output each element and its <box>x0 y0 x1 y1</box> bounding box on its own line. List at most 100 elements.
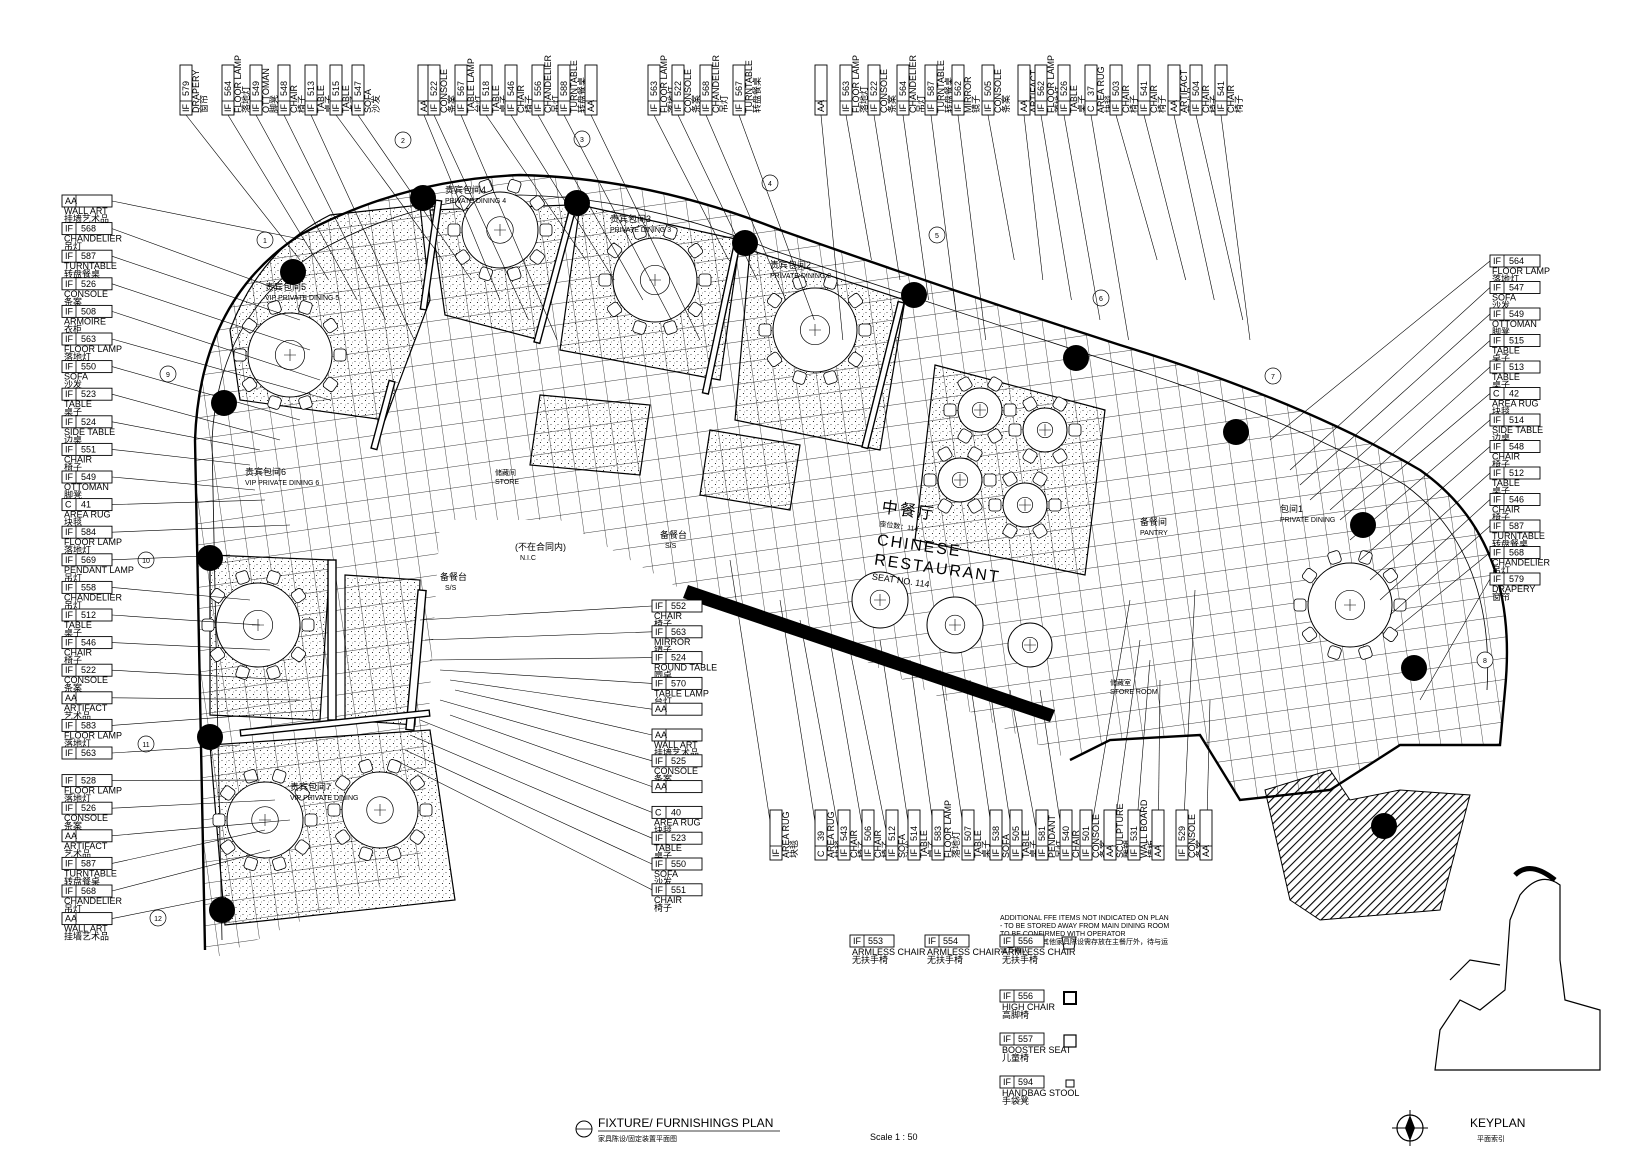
tag-desc-cn: 吊灯 <box>719 95 729 113</box>
tag-desc-cn: 桌子 <box>498 95 509 113</box>
tag-number: 541 <box>1216 81 1226 96</box>
tag-desc-en: SIDE TABLE <box>64 427 115 437</box>
tag-number: 506 <box>863 826 873 841</box>
column <box>1350 512 1376 538</box>
tag-box <box>1167 64 1181 116</box>
leader-line <box>845 114 872 261</box>
tag-code: IF <box>655 756 664 766</box>
table-center <box>284 349 296 361</box>
furniture-tag: AA <box>1151 809 1165 861</box>
leader-line <box>111 449 251 466</box>
tag-desc-cn: 条案 <box>64 682 82 693</box>
chair <box>529 195 545 211</box>
tag-code: IF <box>279 103 289 112</box>
tag-number: 515 <box>331 81 341 96</box>
tag-number: 549 <box>1509 309 1524 319</box>
tag-box <box>651 676 703 690</box>
table-center <box>809 324 821 336</box>
tag-code: IF <box>251 103 261 112</box>
tag-code: IF <box>1493 442 1502 452</box>
tag-desc-cn: 脚凳 <box>64 490 82 500</box>
room-label-en: VIP PRIVATE DINING <box>290 795 358 802</box>
note-cn: 图中未标注的其他家具陈设需存放在主餐厅外，待与运营方确认 <box>1000 939 1168 954</box>
tag-desc-en: FLOOR LAMP <box>659 55 669 113</box>
tag-desc-cn: 边桌 <box>1492 432 1510 443</box>
chair <box>212 813 226 827</box>
tag-number: 563 <box>671 627 686 637</box>
tag-desc-cn: 落地灯 <box>64 544 91 555</box>
leader-line <box>1090 114 1129 341</box>
tag-number: 581 <box>1037 826 1047 841</box>
chair <box>1382 568 1399 584</box>
tag-box <box>61 249 113 263</box>
tag-box <box>651 857 703 871</box>
tag-desc-en: ARMLESS CHAIR <box>1002 947 1076 957</box>
leader-line <box>1349 419 1491 541</box>
leader-line <box>1419 578 1491 701</box>
column <box>211 390 237 416</box>
tag-number: 507 <box>963 826 973 841</box>
tag-desc-en: TURNTABLE <box>744 60 754 113</box>
tag-number: 524 <box>671 653 686 663</box>
tag-desc-en: TABLE <box>341 85 351 113</box>
note-en: ADDITIONAL FFE ITEMS NOT INDICATED ON PL… <box>1000 915 1170 938</box>
tag-code: IF <box>65 803 74 813</box>
chair <box>304 813 318 827</box>
tag-box <box>61 360 113 374</box>
tag-desc-en: TURNTABLE <box>64 261 117 271</box>
tag-desc-en: FLOOR LAMP <box>64 730 122 740</box>
chair <box>687 243 704 259</box>
tag-code: AA <box>65 914 77 924</box>
tag-desc-en: ARTIFACT <box>64 703 108 713</box>
tag-desc-en: ROUND TABLE <box>654 663 717 673</box>
room-label: 贵宾包间3 <box>610 213 651 224</box>
tag-box <box>1034 64 1048 116</box>
turntable <box>971 401 989 419</box>
leader-line <box>111 587 251 601</box>
tag-desc-en: HIGH CHAIR <box>1002 1002 1056 1012</box>
chair <box>209 588 226 604</box>
leader-line <box>677 114 758 281</box>
tag-desc-en: FLOOR LAMP <box>233 55 243 113</box>
tag-number: 538 <box>991 826 1001 841</box>
column <box>564 190 590 216</box>
tag-code: IF <box>65 472 74 482</box>
leader-line <box>111 697 301 701</box>
tag-desc-en: CONSOLE <box>64 813 108 823</box>
section-marker <box>159 365 177 383</box>
tag-desc-cn: 落地灯 <box>64 351 91 362</box>
room-label: 贵宾包间5 <box>265 281 306 292</box>
tag-code: IF <box>1059 103 1069 112</box>
tag-number: 505 <box>1011 826 1021 841</box>
tag-box <box>61 387 113 401</box>
tag-desc-cn: 圆桌 <box>654 670 672 681</box>
tag-code: AA <box>1201 845 1211 857</box>
furniture-tag: AA <box>584 64 598 116</box>
tag-number: 546 <box>1509 495 1524 505</box>
chair <box>1002 471 1018 487</box>
tag-desc-en: CONSOLE <box>1091 814 1101 858</box>
tag-code: IF <box>655 627 664 637</box>
tag-desc-en: AREA RUG <box>654 817 701 827</box>
leader-line <box>111 849 271 892</box>
leader-line <box>449 714 653 787</box>
tag-box <box>1189 64 1203 116</box>
furniture-tag: IF501CONSOLE条案 <box>1079 809 1109 861</box>
tag-desc-cn: 条案 <box>64 296 82 307</box>
tag-code: AA <box>419 100 429 112</box>
tag-desc-cn: 挂墙艺术品 <box>64 931 109 942</box>
chair <box>766 351 783 367</box>
tag-desc-cn: 椅子 <box>1156 95 1167 113</box>
hatched-terrace <box>1264 769 1471 921</box>
plan-scale: Scale 1 : 50 <box>870 1132 918 1142</box>
chair <box>266 665 281 680</box>
tag-box <box>999 989 1045 1003</box>
tag-code: IF <box>65 638 74 648</box>
